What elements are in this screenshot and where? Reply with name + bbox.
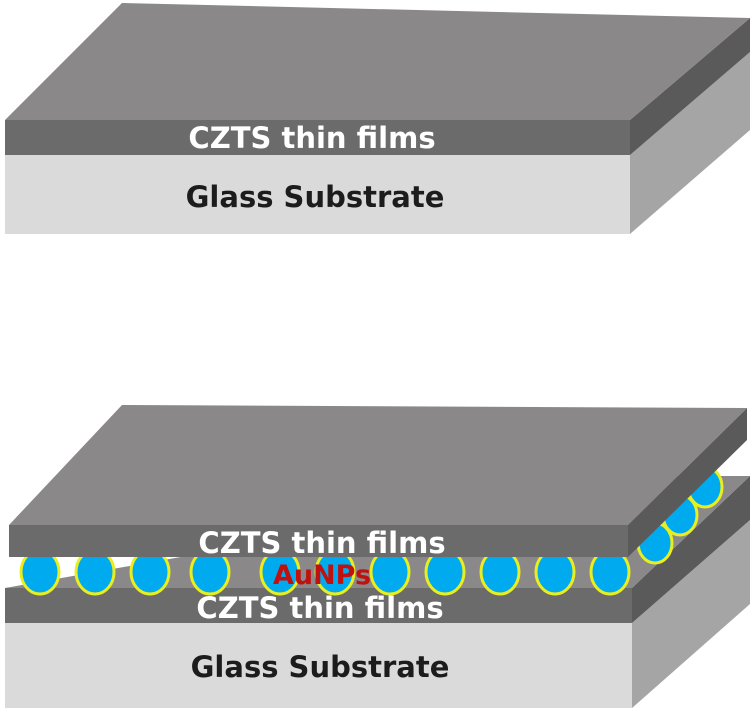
bottom-lower-czts-label: CZTS thin films xyxy=(196,591,443,625)
bottom-glass-label: Glass Substrate xyxy=(191,650,450,684)
top-glass-side xyxy=(630,52,750,234)
structure-czts-aunps-czts-on-glass: CZTS thin films AuNPs CZTS thin films Gl… xyxy=(5,405,750,708)
bottom-lower-czts-side xyxy=(632,476,750,623)
bottom-upper-czts-front xyxy=(9,525,628,557)
top-glass-front xyxy=(5,155,630,234)
top-czts-side xyxy=(630,18,750,155)
bottom-upper-czts-side xyxy=(628,408,747,557)
bottom-upper-czts-label: CZTS thin films xyxy=(198,526,445,560)
bottom-glass-front xyxy=(5,623,632,708)
top-czts-top-face xyxy=(5,3,750,120)
bottom-glass-side xyxy=(632,520,750,708)
structure-czts-on-glass: CZTS thin films Glass Substrate xyxy=(5,3,750,234)
top-czts-front xyxy=(5,120,630,155)
bottom-lower-czts-front xyxy=(5,588,632,623)
top-glass-label: Glass Substrate xyxy=(186,180,445,214)
bottom-upper-czts-top-face xyxy=(9,405,747,525)
aunps-label: AuNPs xyxy=(273,560,371,591)
top-czts-label: CZTS thin films xyxy=(188,121,435,155)
